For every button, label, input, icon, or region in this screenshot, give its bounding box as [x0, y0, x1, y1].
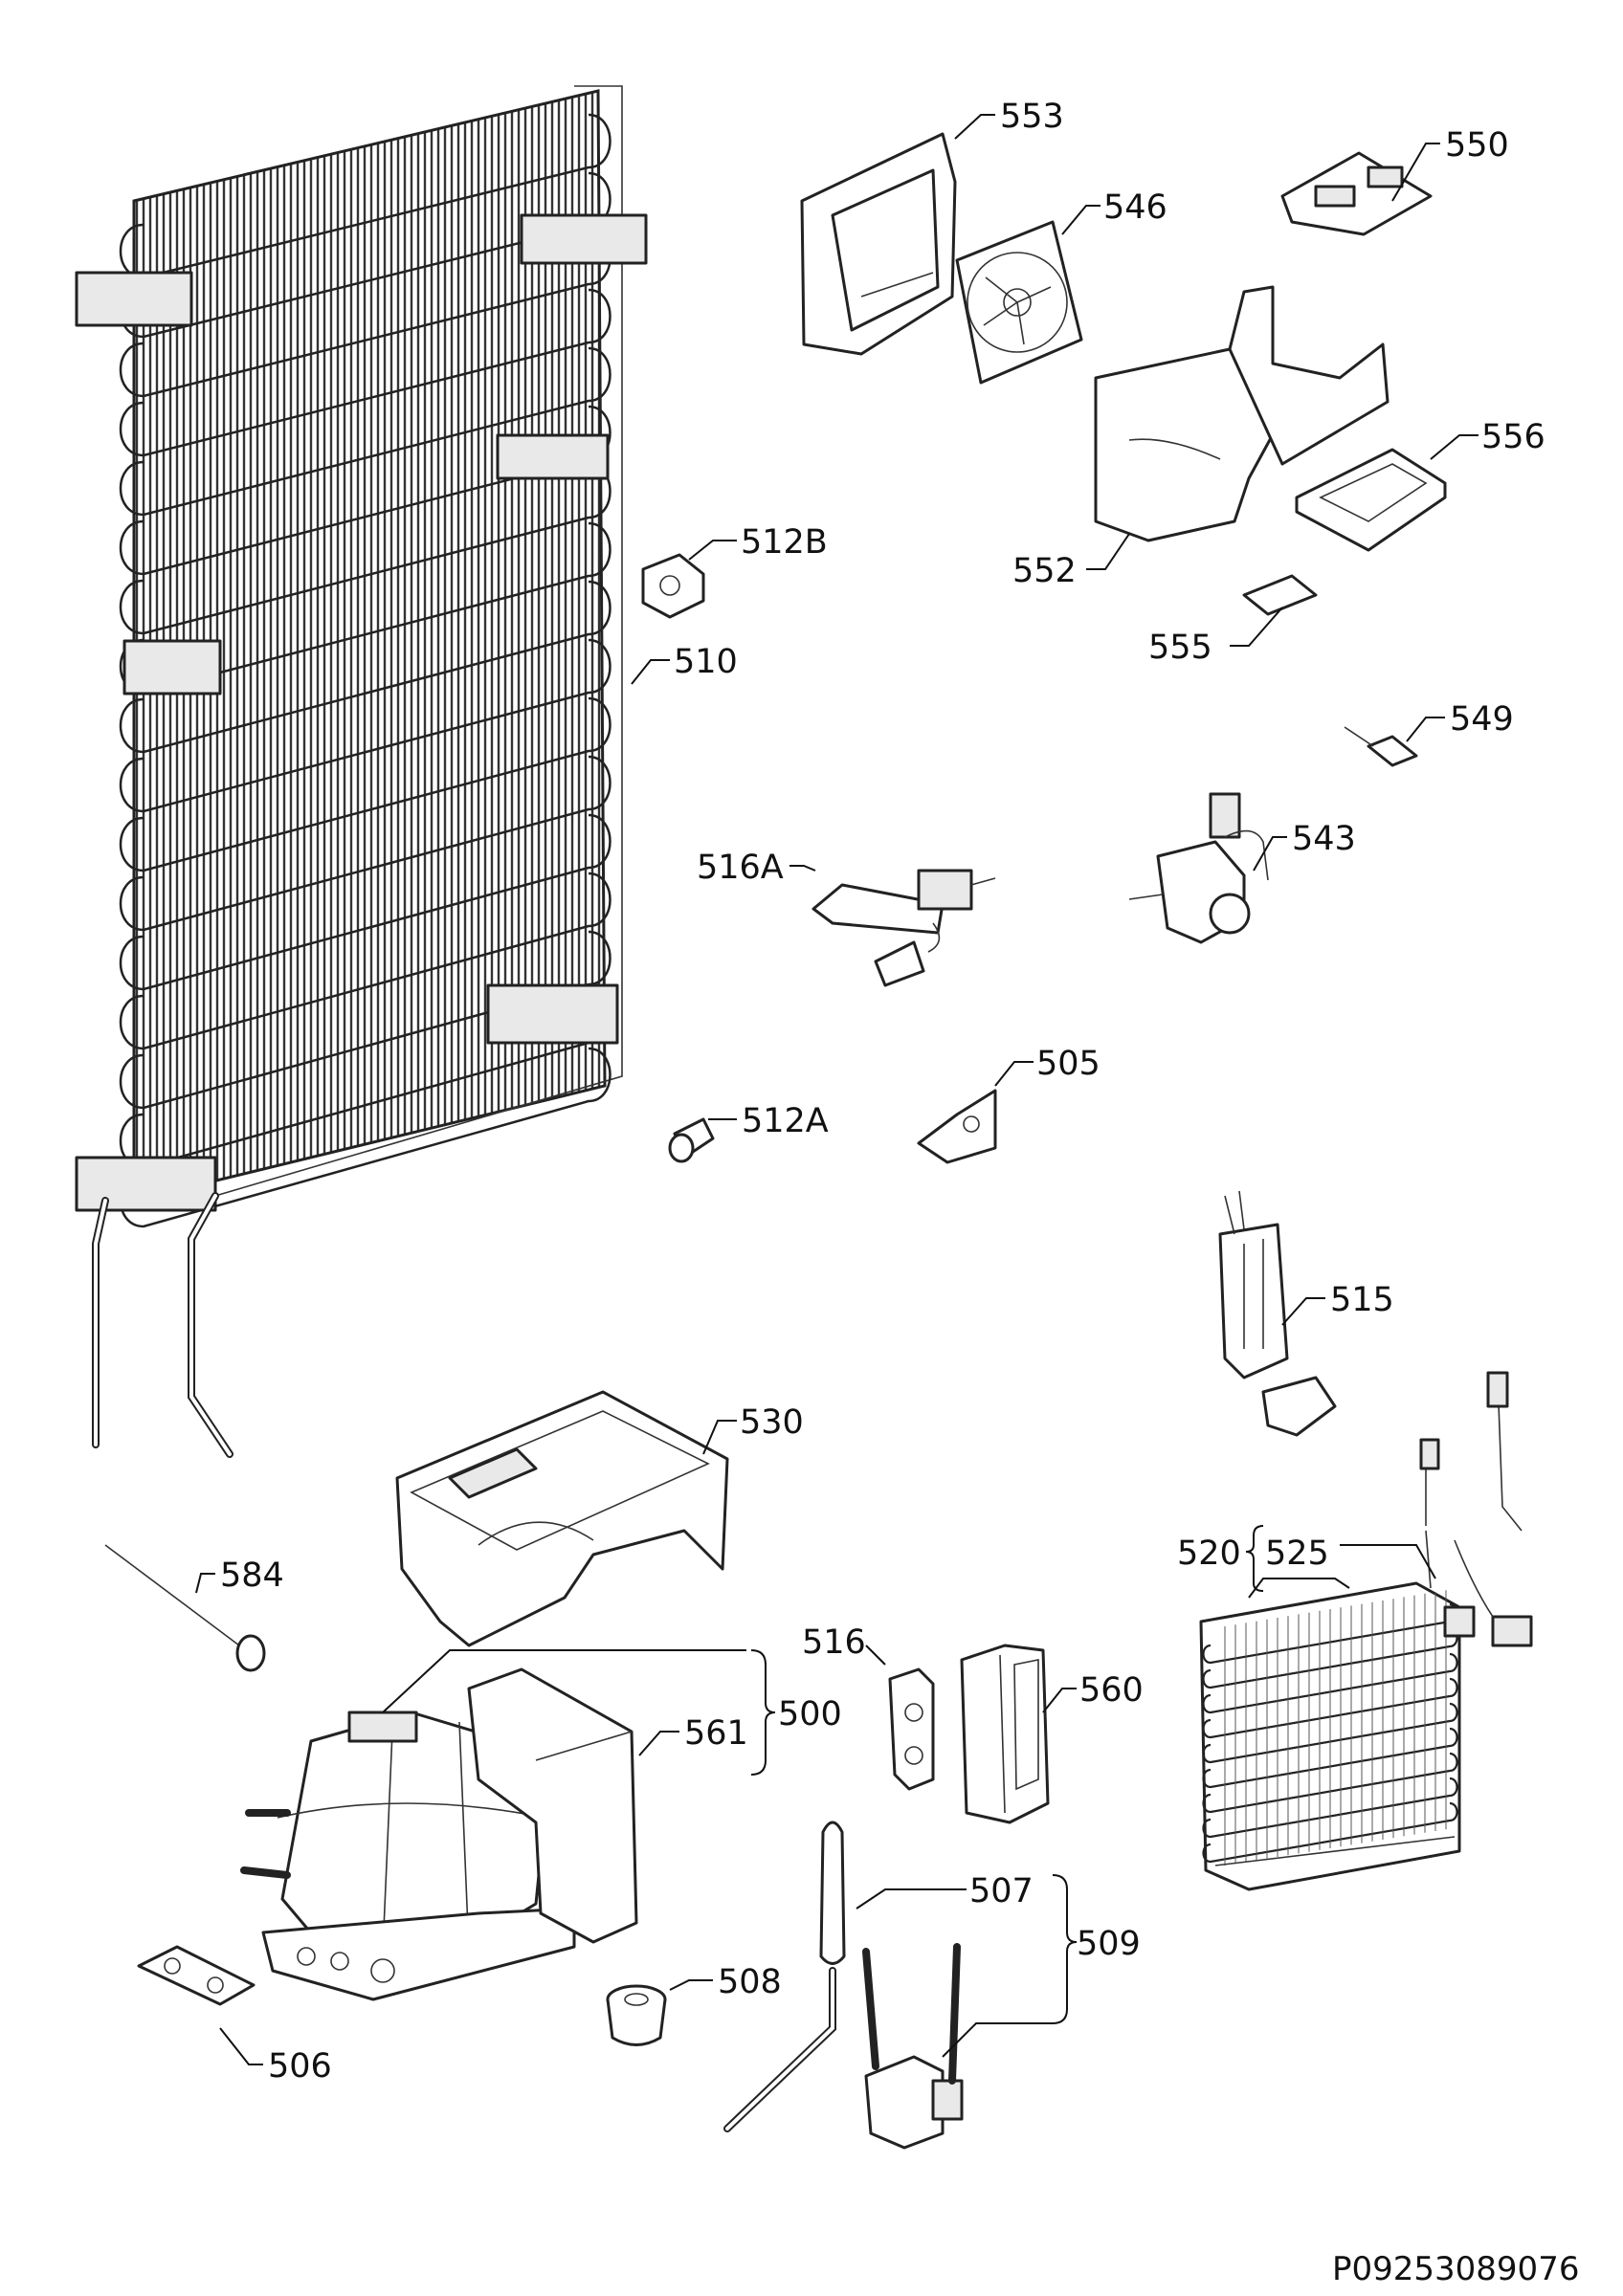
part-550 [1280, 151, 1433, 236]
condenser-coil-loop [119, 872, 611, 1050]
fan-cover-553 [800, 132, 957, 356]
callout-584: 584 [220, 1556, 284, 1595]
wiring-525 [1419, 1371, 1533, 1647]
callout-507: 507 [969, 1872, 1034, 1910]
condenser-coil-loop [119, 930, 611, 1110]
holder-505 [917, 1089, 997, 1164]
damper-543 [1128, 792, 1269, 944]
air-duct-552 [1094, 285, 1390, 542]
callout-516A: 516A [697, 849, 784, 887]
condenser-510 [75, 85, 648, 1458]
pad-555 [1242, 574, 1318, 616]
leader-lines [195, 114, 1478, 2065]
drip-tray-530 [395, 1390, 729, 1647]
callout-549: 549 [1450, 700, 1514, 739]
plate-506 [137, 1945, 256, 2006]
sensor-549 [1344, 726, 1418, 767]
filter-560 [960, 1644, 1050, 1824]
callout-505: 505 [1036, 1045, 1101, 1083]
callout-525: 525 [1265, 1534, 1329, 1573]
condenser-coil-loop [119, 696, 611, 872]
heater-515 [1218, 1190, 1337, 1437]
callout-512A: 512A [742, 1102, 829, 1140]
callout-509: 509 [1077, 1925, 1141, 1963]
callout-553: 553 [1000, 98, 1064, 136]
callout-546: 546 [1103, 188, 1167, 227]
tray-556 [1295, 448, 1447, 552]
evaporator-520 [1199, 1581, 1461, 1891]
callout-506: 506 [268, 2047, 332, 2086]
callout-500: 500 [778, 1695, 842, 1733]
condenser-coil-loop [119, 113, 611, 279]
brace-520 [1245, 1525, 1264, 1592]
callout-508: 508 [718, 1963, 782, 2001]
grommet-508 [606, 1984, 667, 2046]
condenser-coil-loop [119, 288, 611, 457]
callout-516: 516 [802, 1623, 866, 1662]
callout-520: 520 [1177, 1534, 1241, 1573]
callout-543: 543 [1292, 820, 1356, 858]
callout-556: 556 [1481, 418, 1545, 456]
callout-561: 561 [684, 1714, 748, 1753]
condenser-coil-loop [119, 346, 611, 517]
callout-555: 555 [1148, 629, 1212, 667]
condenser-coil-loop [119, 580, 611, 754]
callout-550: 550 [1445, 126, 1509, 165]
condenser-coil-loop [119, 405, 611, 576]
callout-515: 515 [1330, 1281, 1394, 1319]
callout-560: 560 [1079, 1671, 1144, 1710]
callout-552: 552 [1012, 552, 1077, 590]
condenser-coil-loop [119, 755, 611, 932]
callout-labels: 553 550 546 556 552 555 512B 510 549 543… [220, 98, 1545, 2086]
fan-546 [955, 220, 1083, 385]
clip-516 [888, 1667, 935, 1791]
clip-512B [641, 553, 705, 619]
spring-584 [104, 1544, 266, 1672]
callout-512B: 512B [741, 523, 828, 562]
callout-530: 530 [740, 1403, 804, 1442]
filter-drier-507 [723, 1821, 846, 2132]
sleeve-512A [668, 1117, 715, 1163]
electrical-box-561 [467, 1667, 638, 1944]
callout-510: 510 [674, 643, 738, 681]
valve-509 [862, 1943, 964, 2150]
document-id: P09253089076 [1332, 2250, 1579, 2288]
condenser-coil-loop [119, 638, 611, 813]
sensor-holder-516A [812, 869, 996, 987]
condenser-coil-loop [119, 813, 611, 991]
brace-509 [1052, 1874, 1078, 2024]
brace-500 [750, 1649, 776, 1776]
